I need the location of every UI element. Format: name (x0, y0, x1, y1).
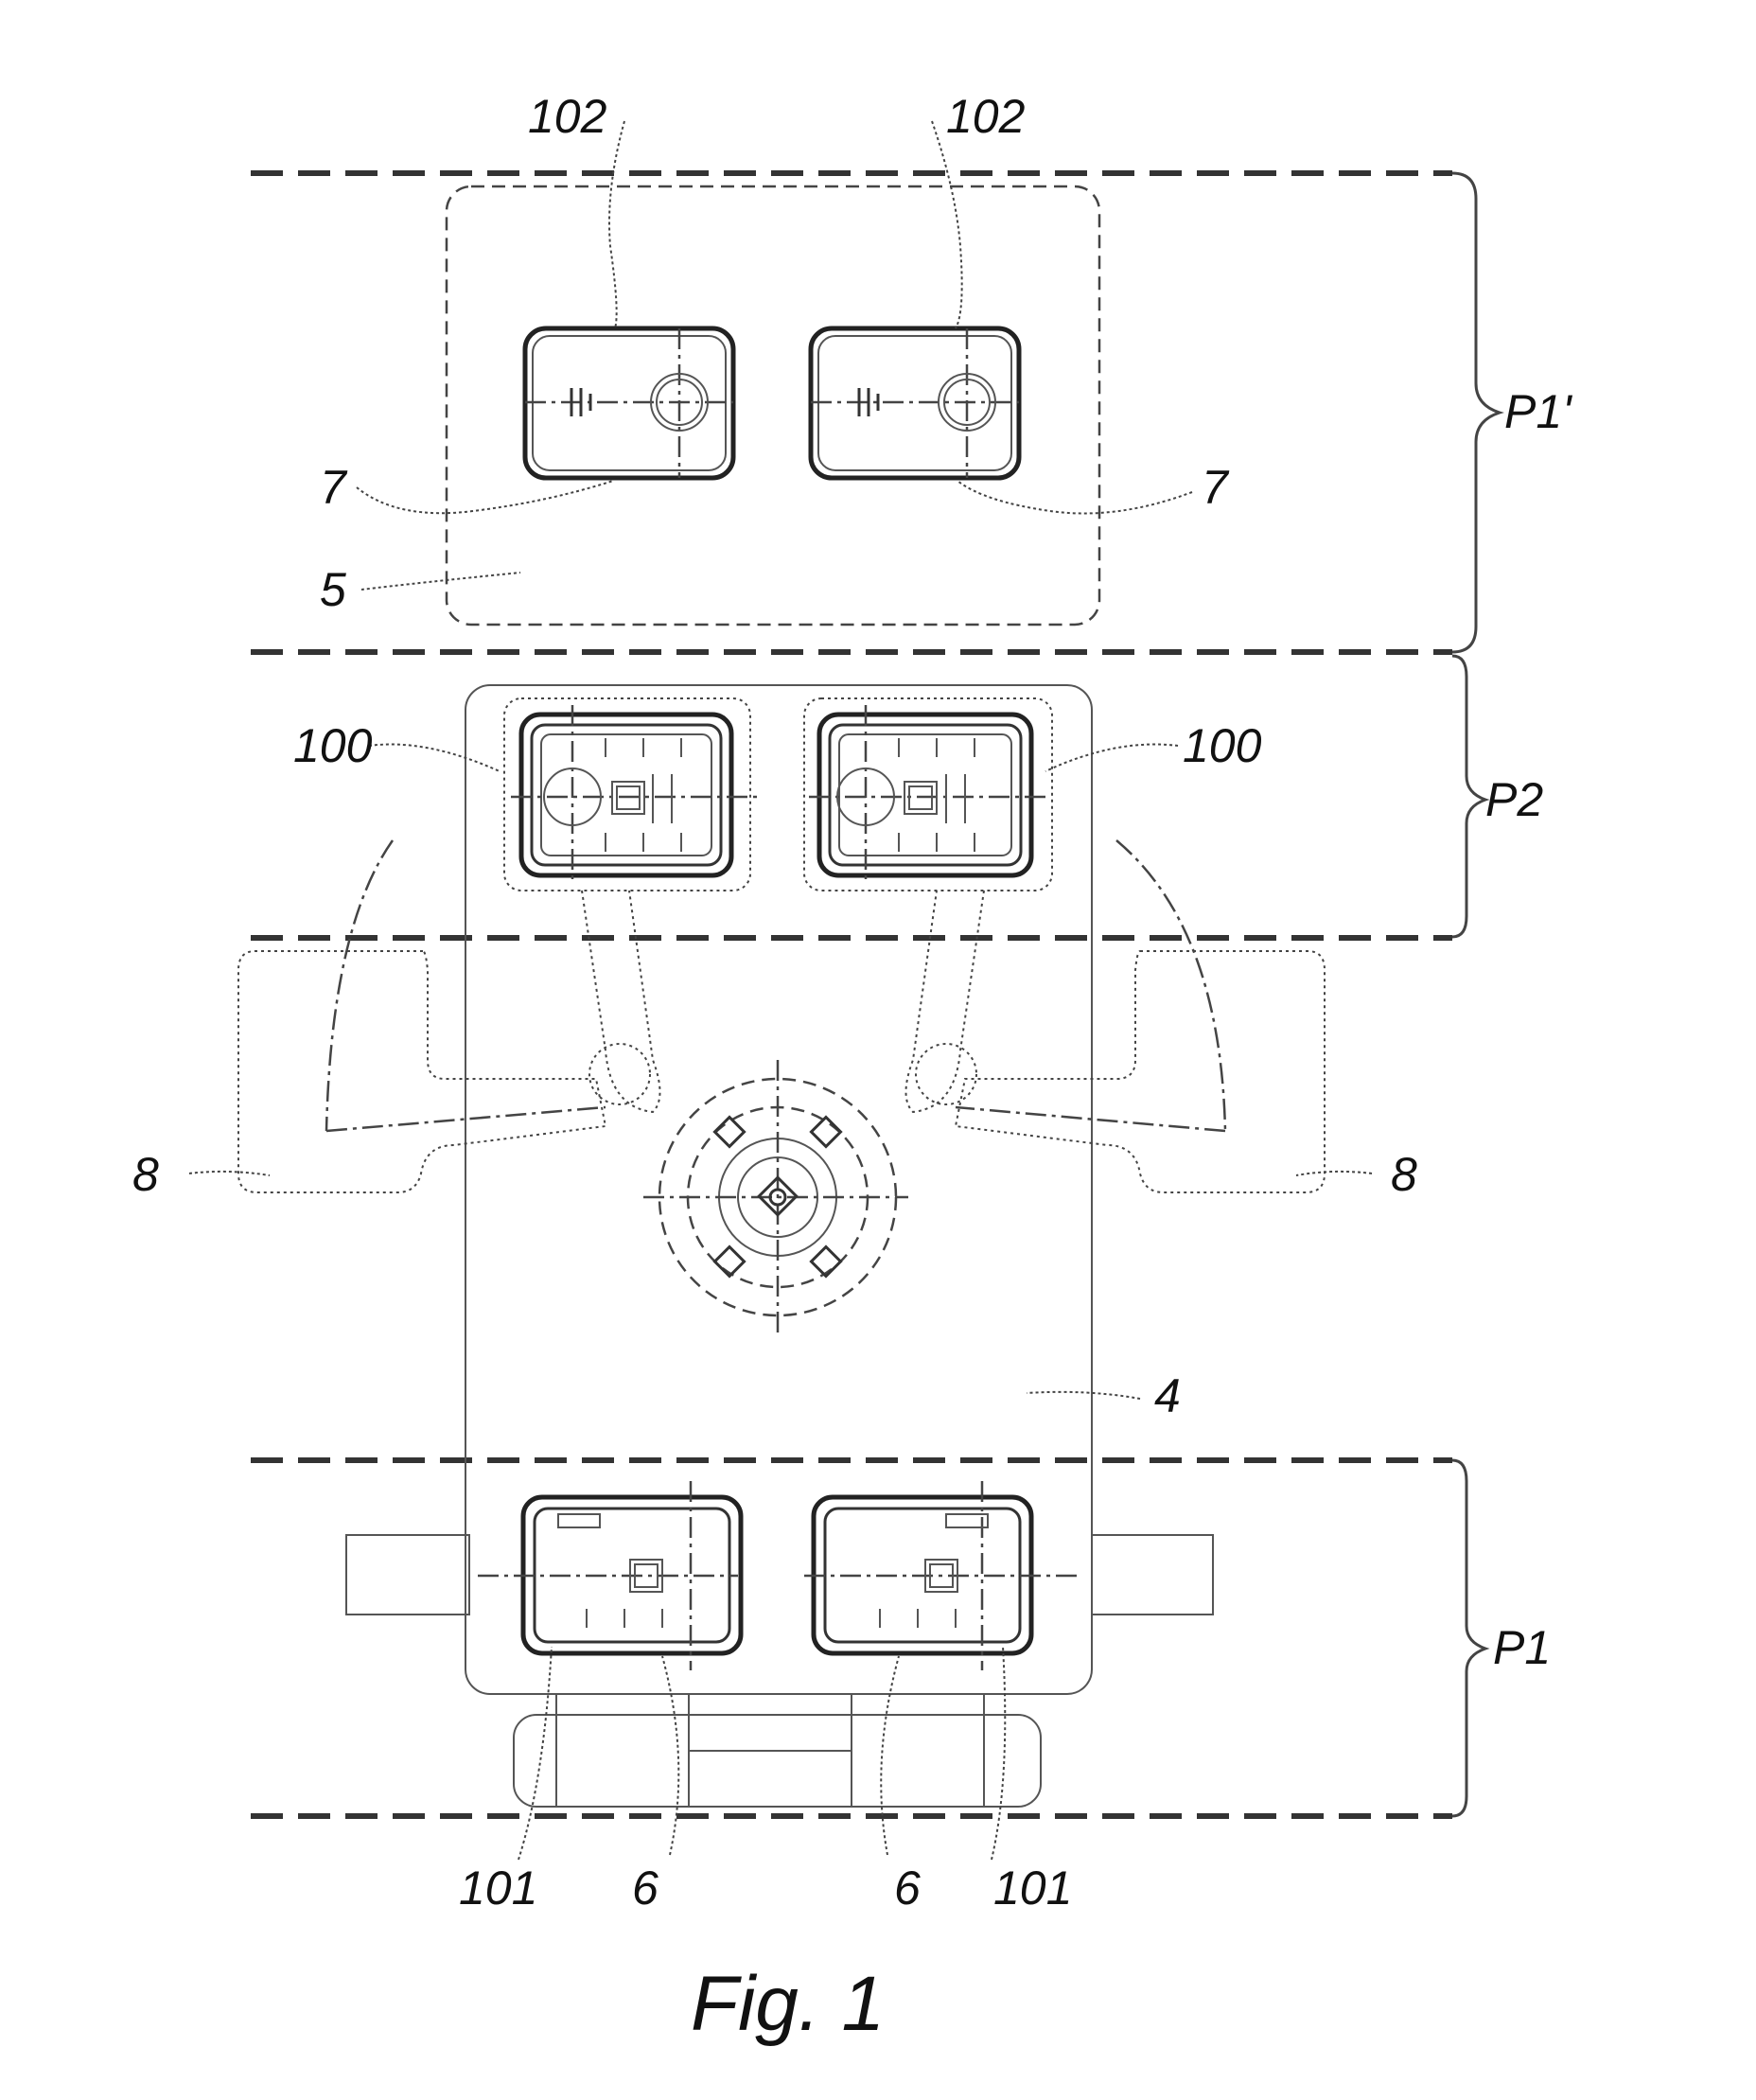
brace-p1 (1452, 1460, 1485, 1816)
label-6-right: 6 (894, 1862, 921, 1915)
label-100-left: 100 (293, 719, 373, 772)
area-5-outline (447, 186, 1099, 625)
holder-bar-left (346, 1535, 469, 1615)
figure-caption: Fig. 1 (691, 1961, 885, 2047)
arm-8-left (238, 840, 660, 1192)
label-6-left: 6 (632, 1862, 658, 1915)
label-102-left: 102 (528, 90, 607, 143)
label-7-right: 7 (1202, 461, 1230, 514)
sensor-101-right (804, 1481, 1079, 1670)
label-p1: P1 (1493, 1621, 1551, 1674)
label-p2: P2 (1485, 773, 1543, 826)
bottom-stand (514, 1694, 1041, 1807)
sensor-100-left (504, 698, 757, 891)
brace-p1-prime (1452, 173, 1500, 652)
sensor-101-left (478, 1481, 741, 1670)
label-4: 4 (1154, 1369, 1181, 1422)
sensor-100-right (804, 698, 1052, 891)
brace-p2 (1452, 656, 1485, 937)
leader-lines (189, 121, 1372, 1860)
sensor-102-right (811, 328, 1019, 478)
label-p1-prime: P1' (1504, 385, 1572, 438)
label-101-left: 101 (459, 1862, 537, 1915)
label-100-right: 100 (1183, 719, 1262, 772)
arm-8-right (906, 840, 1326, 1192)
label-8-right: 8 (1391, 1148, 1417, 1201)
sensor-102-left (525, 328, 733, 478)
label-8-left: 8 (132, 1148, 159, 1201)
label-101-right: 101 (993, 1862, 1072, 1915)
label-7-left: 7 (320, 461, 348, 514)
holder-bar-right (1092, 1535, 1213, 1615)
central-bearing (643, 1060, 908, 1334)
label-102-right: 102 (946, 90, 1026, 143)
position-band-lines (251, 173, 1452, 1816)
label-5: 5 (320, 563, 346, 616)
